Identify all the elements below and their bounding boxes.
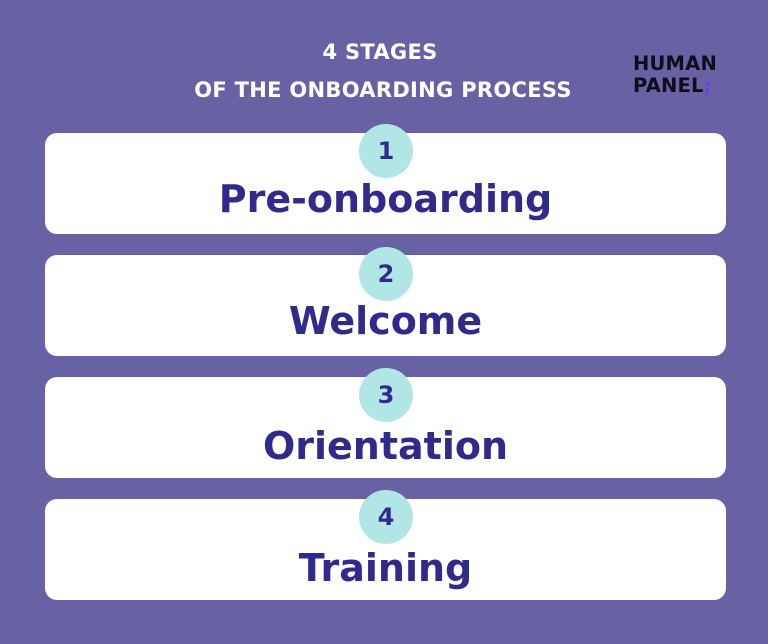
- logo-line-2: PANEL;: [633, 75, 717, 97]
- logo-accent-icon: ;: [703, 74, 712, 97]
- logo-line-1: HUMAN: [633, 52, 717, 75]
- stage-label-3: Orientation: [262, 424, 509, 468]
- title-line-1: 4 STAGES: [322, 40, 438, 64]
- stage-label-4: Training: [298, 546, 473, 590]
- title-line-2: OF THE ONBOARDING PROCESS: [194, 78, 572, 102]
- stage-number-badge-3: 3: [359, 368, 413, 422]
- stage-label-1: Pre-onboarding: [218, 177, 553, 221]
- stage-number-badge-2: 2: [359, 247, 413, 301]
- human-panel-logo: HUMAN PANEL;: [633, 53, 717, 97]
- stage-label-2: Welcome: [288, 299, 483, 343]
- logo-word-panel: PANEL: [633, 74, 704, 97]
- stage-number-badge-1: 1: [359, 124, 413, 178]
- stage-number-badge-4: 4: [359, 490, 413, 544]
